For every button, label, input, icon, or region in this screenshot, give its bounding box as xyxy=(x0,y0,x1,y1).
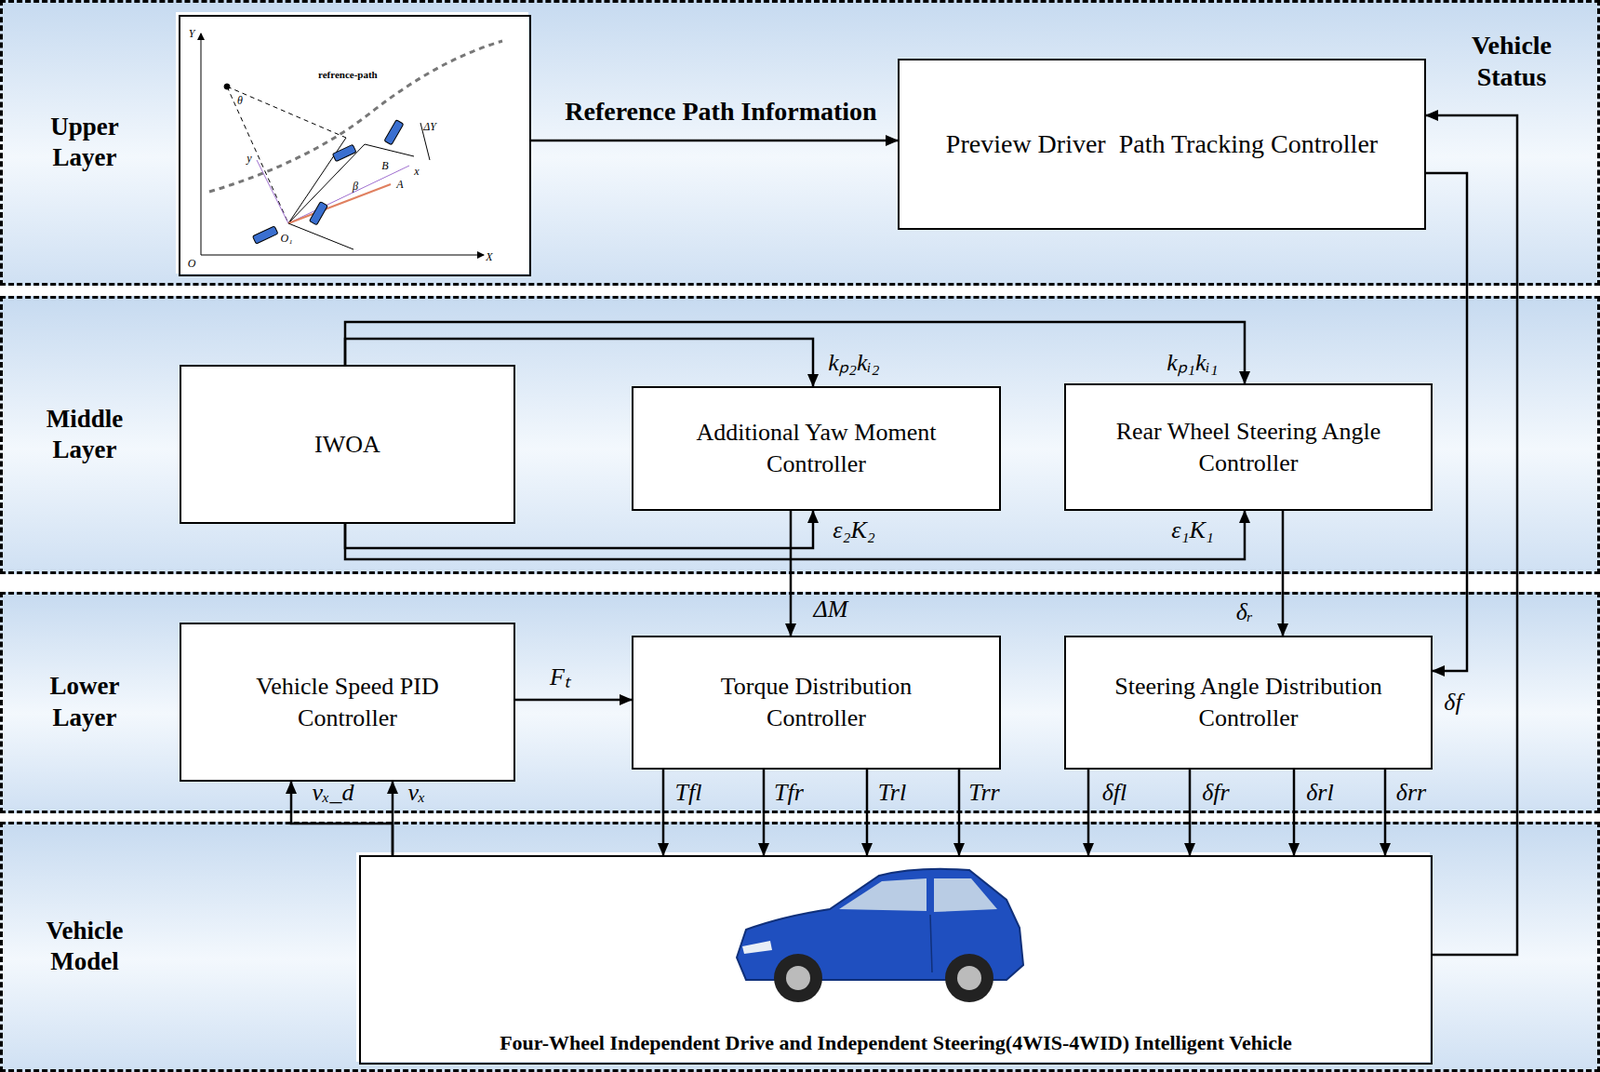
geometry-label: β xyxy=(352,179,359,194)
geometry-label: A xyxy=(396,177,403,192)
signal-label: kₚ₁kᵢ₁ xyxy=(1166,344,1218,378)
layer-title: Upper Layer xyxy=(19,111,150,175)
vehicle-box: Four-Wheel Independent Drive and Indepen… xyxy=(359,854,1433,1065)
band-ground xyxy=(0,821,1600,1072)
process-box: Steering Angle Distribution Controller xyxy=(1064,635,1433,770)
geometry-label: x xyxy=(413,164,419,179)
band-ground xyxy=(0,295,1600,574)
process-box: Rear Wheel Steering Angle Controller xyxy=(1064,383,1433,511)
connector xyxy=(1426,115,1518,955)
inset-ground xyxy=(175,12,529,274)
signal-label: Fₜ xyxy=(549,658,571,693)
process-box: Preview Driver Path Tracking Controller xyxy=(897,58,1427,230)
geometry-label: B xyxy=(381,159,388,174)
signal-label: vₓ_d xyxy=(312,778,355,807)
box-label: Torque Distribution Controller xyxy=(670,670,962,734)
geometry-label: O xyxy=(187,256,197,271)
signal-label: Reference Path Information xyxy=(564,95,877,128)
process-box: Additional Yaw Moment Controller xyxy=(631,386,1001,511)
box-label: Rear Wheel Steering Angle Controller xyxy=(1103,415,1394,480)
signal-label: δfl xyxy=(1102,778,1128,807)
signal-label: δf xyxy=(1443,688,1462,717)
signal-label: Tfl xyxy=(675,778,703,807)
layer-title: Middle Layer xyxy=(19,403,150,467)
signal-label: ΔM xyxy=(813,595,849,624)
geometry-label: ΔY xyxy=(423,120,437,134)
connector xyxy=(531,139,898,143)
layer-title: Vehicle Model xyxy=(19,915,150,979)
geometry-label: X xyxy=(485,250,493,265)
process-box: Vehicle Speed PID Controller xyxy=(179,622,516,782)
signal-label: δrr xyxy=(1396,778,1427,807)
inset-figure: refrence-path xyxy=(178,14,532,277)
signal-label: Tfr xyxy=(773,778,804,807)
signal-label: Trr xyxy=(968,778,1000,807)
geometry-label: O₁ xyxy=(280,231,294,246)
connector xyxy=(515,698,632,702)
process-box: Torque Distribution Controller xyxy=(631,635,1001,770)
box-label: IWOA xyxy=(314,428,381,461)
signal-label: ε₁K₁ xyxy=(1171,516,1214,545)
box-label: Steering Angle Distribution Controller xyxy=(1103,670,1394,734)
signal-label: Vehicle Status xyxy=(1451,29,1573,93)
layer-title: Lower Layer xyxy=(19,670,150,734)
signal-label: δᵣ xyxy=(1236,598,1254,627)
car-picture xyxy=(736,868,1024,1002)
signal-label: kₚ₂kᵢ₂ xyxy=(827,344,880,378)
box-label: Vehicle Speed PID Controller xyxy=(218,670,477,734)
geometry-label: θ xyxy=(237,93,243,108)
band-ground xyxy=(0,591,1600,814)
geometry-label: Y xyxy=(188,26,196,41)
signal-label: Trl xyxy=(878,778,907,807)
layer-band: Middle Layer IWOA Additional Yaw Moment Co… xyxy=(0,295,1600,574)
signal-label: δfr xyxy=(1201,778,1229,807)
geometry-label: y xyxy=(246,151,252,166)
layer-band: Vehicle ModelFour-Wheel Independent Driv… xyxy=(0,821,1600,1072)
signal-label: vₓ xyxy=(408,778,427,807)
vehicle-ground xyxy=(356,852,1430,1062)
layer-band: Upper Layer refrence-pathPreview Driver P… xyxy=(0,0,1600,286)
box-label: refrence-path xyxy=(318,68,378,80)
signal-label: δrl xyxy=(1306,778,1334,807)
box-label: Preview Driver Path Tracking Controller xyxy=(946,127,1378,161)
box-label: Four-Wheel Independent Drive and Indepen… xyxy=(499,1030,1293,1055)
signal-label: ε₂K₂ xyxy=(832,516,876,545)
band-ground xyxy=(0,0,1600,286)
process-box: IWOA xyxy=(179,364,516,524)
path-geometry-sketch xyxy=(200,33,503,255)
box-label: Additional Yaw Moment Controller xyxy=(670,416,962,480)
